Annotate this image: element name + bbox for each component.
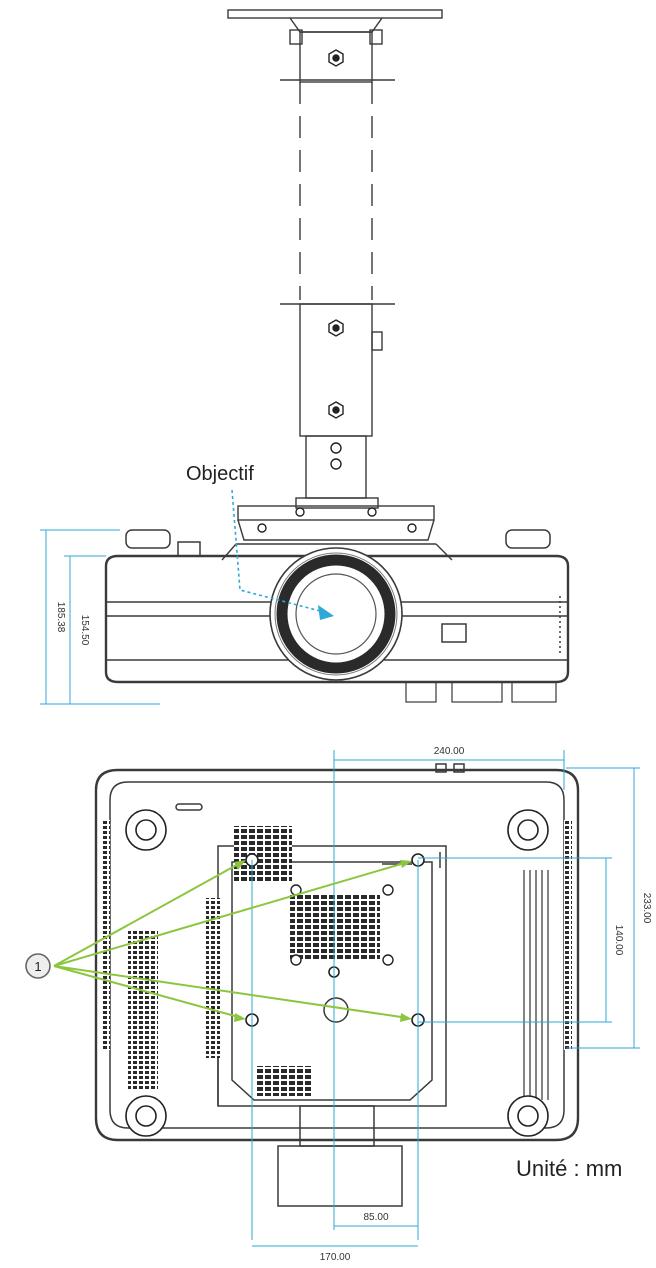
- center-hole: [323, 997, 349, 1023]
- foot-center: [135, 1105, 157, 1127]
- upper-tube: [299, 31, 373, 83]
- body-height-value: 154.50: [79, 615, 90, 646]
- vent-grille-left-inner: [206, 898, 220, 1058]
- rear-connector: [453, 763, 465, 773]
- grille-screws: [290, 884, 394, 966]
- adapter-plate: [237, 505, 435, 521]
- adapter-base: [237, 519, 435, 541]
- arrowhead-icon: [234, 860, 246, 870]
- callout-arrowheads: [234, 860, 412, 1022]
- vent-grille-bottom: [256, 1066, 312, 1096]
- mount-plate-inner: [231, 861, 433, 1101]
- neck-collar: [295, 497, 379, 509]
- bottom-foot: [451, 681, 503, 703]
- lens-assembly: [269, 547, 403, 681]
- screw-icon: [257, 523, 267, 533]
- top-button: [177, 541, 201, 557]
- tube-bolts: [257, 49, 417, 533]
- callout-arrow: [53, 861, 243, 967]
- bottom-dimensions: [251, 750, 640, 1247]
- ir-sensor: [441, 623, 467, 643]
- callout-marker: [25, 953, 51, 979]
- lens-outer-ring: [274, 552, 398, 676]
- projector-bottom-view: [94, 763, 580, 1207]
- foot-center: [135, 819, 157, 841]
- callout-number: 1: [34, 959, 41, 974]
- tube-clip: [371, 331, 383, 351]
- bottom-foot: [405, 681, 437, 703]
- bolt-center: [332, 54, 340, 62]
- foot-center: [517, 1105, 539, 1127]
- bracket-knob-left: [289, 29, 303, 45]
- arrowhead-icon: [234, 1013, 246, 1022]
- width-value: 240.00: [434, 746, 465, 757]
- hole-spacing-y-value: 140.00: [613, 925, 624, 956]
- vent-grille-center: [290, 894, 380, 960]
- unit-label: Unité : mm: [516, 1156, 622, 1181]
- vent-grille-top: [234, 826, 292, 882]
- label-slot: [175, 803, 203, 811]
- side-vent-right: [564, 820, 572, 1050]
- hole-spacing-x-value: 170.00: [320, 1252, 351, 1263]
- lens-arrow-icon: [318, 605, 334, 620]
- lens-label: Objectif: [186, 463, 254, 485]
- callout-arrow: [53, 861, 409, 967]
- foot-center: [517, 819, 539, 841]
- total-height-value: 185.38: [55, 602, 66, 633]
- side-vent-left: [102, 820, 110, 1050]
- vent-grille-left: [128, 930, 158, 1090]
- lens-ring: [276, 554, 396, 674]
- arrowhead-icon: [400, 860, 412, 868]
- projector-body: [104, 554, 570, 684]
- front-bottom-feet: [405, 681, 557, 703]
- bracket-knob-right: [369, 29, 383, 45]
- bolt-center: [332, 324, 340, 332]
- bottom-inner-edge: [109, 781, 565, 1129]
- vent-slats-right: [523, 870, 549, 1100]
- lens-bottom: [277, 1145, 403, 1207]
- callout-arrow: [53, 965, 243, 1019]
- plate-bracket: [289, 17, 383, 33]
- screw-icon: [367, 507, 377, 517]
- ceiling-plate: [227, 9, 443, 19]
- screw-icon: [330, 442, 342, 454]
- offset-value: 85.00: [363, 1212, 388, 1223]
- bottom-shell: [94, 768, 580, 1142]
- adapter-legs: [221, 543, 453, 561]
- ceiling-mount-front-view: [221, 9, 453, 561]
- callout-arrows: [53, 861, 409, 1019]
- lens-glass: [295, 573, 377, 655]
- lens-pointer-line: [231, 489, 325, 613]
- height-dimensions: [40, 529, 160, 705]
- top-foot-left: [125, 529, 171, 549]
- depth-value: 233.00: [641, 893, 652, 924]
- screw-icon: [407, 523, 417, 533]
- callout-arrow: [53, 965, 409, 1019]
- top-foot-right: [505, 529, 551, 549]
- bottom-foot: [511, 681, 557, 703]
- screw-icon: [295, 507, 305, 517]
- bottom-feet: [125, 809, 549, 1137]
- bolt-center: [332, 406, 340, 414]
- rear-connector: [435, 763, 447, 773]
- arrowhead-icon: [400, 1013, 412, 1022]
- screw-icon: [330, 458, 342, 470]
